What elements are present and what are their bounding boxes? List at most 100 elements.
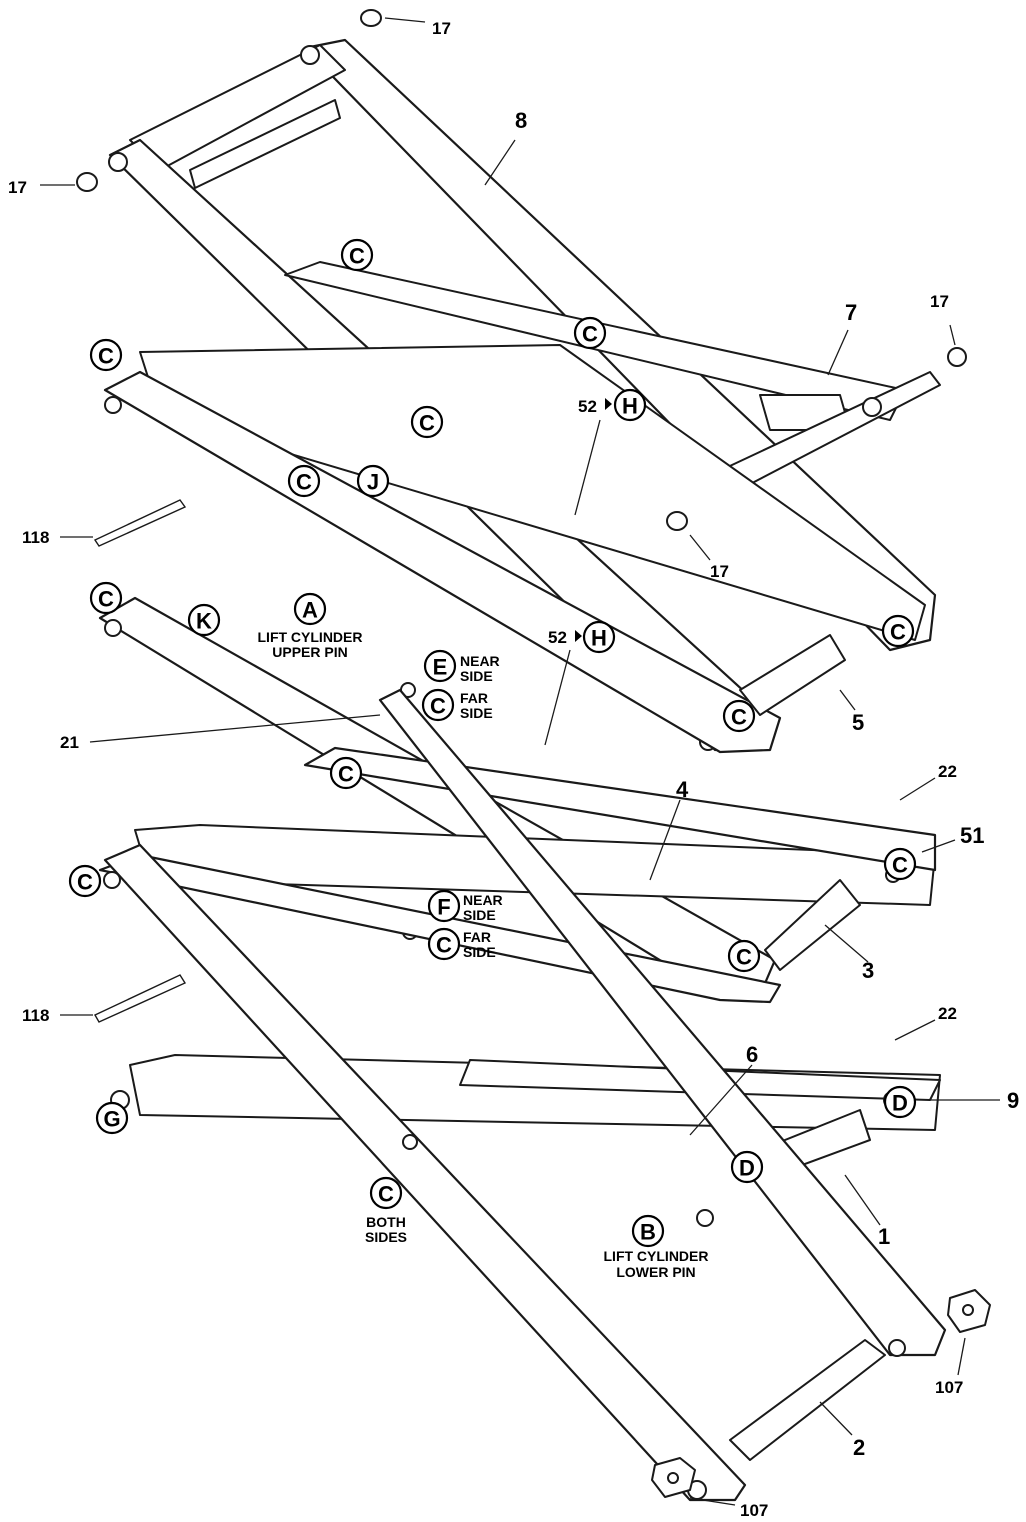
base-frame-9	[110, 1054, 941, 1176]
callout-d: D	[883, 1085, 917, 1119]
note-far: FAR	[460, 690, 488, 706]
part-number-4: 4	[676, 777, 689, 802]
arrow-right-icon	[575, 630, 582, 642]
note-far: FAR	[463, 929, 491, 945]
part-number-118: 118	[22, 528, 49, 547]
svg-text:A: A	[302, 598, 318, 623]
callout-c: C	[340, 238, 374, 272]
part-number-17: 17	[8, 178, 27, 197]
callout-a: A	[293, 592, 327, 626]
svg-text:J: J	[367, 470, 379, 495]
note-near: NEAR	[460, 653, 500, 669]
bottom-arm-assembly-2	[103, 688, 947, 1502]
callout-c: C	[727, 939, 761, 973]
note-side: SIDE	[460, 668, 493, 684]
part-number-107: 107	[740, 1501, 768, 1520]
part-number-17: 17	[432, 19, 451, 38]
callout-c: C	[410, 405, 444, 439]
note-both: BOTH	[366, 1214, 406, 1230]
note-lift-cylinder: LIFT CYLINDER	[258, 629, 363, 645]
part-number-52: 52	[578, 397, 597, 416]
svg-text:E: E	[433, 655, 448, 680]
callout-c: C	[427, 927, 461, 961]
label-118-lower	[94, 974, 187, 1023]
callout-g: G	[95, 1101, 129, 1135]
svg-text:H: H	[591, 626, 607, 651]
callout-h: H	[582, 620, 616, 654]
callout-e: E	[423, 649, 457, 683]
part-number-21: 21	[60, 733, 79, 752]
callout-c: C	[369, 1176, 403, 1210]
svg-text:C: C	[98, 587, 114, 612]
part-number-22: 22	[938, 762, 957, 781]
callout-c: C	[89, 338, 123, 372]
part-number-8: 8	[515, 108, 527, 133]
svg-text:H: H	[622, 394, 638, 419]
part-number-52: 52	[548, 628, 567, 647]
svg-text:C: C	[98, 344, 114, 369]
svg-text:C: C	[338, 762, 354, 787]
part-number-118: 118	[22, 1006, 49, 1025]
svg-text:K: K	[196, 609, 212, 634]
svg-text:C: C	[582, 322, 598, 347]
note-lift-cylinder: LIFT CYLINDER	[604, 1248, 709, 1264]
part-number-3: 3	[862, 958, 874, 983]
bushing-17-left	[76, 172, 98, 192]
svg-text:C: C	[378, 1182, 394, 1207]
note-side: SIDE	[463, 907, 496, 923]
svg-text:C: C	[436, 933, 452, 958]
svg-text:C: C	[77, 870, 93, 895]
callout-c: C	[329, 756, 363, 790]
callout-c: C	[421, 688, 455, 722]
callout-c: C	[573, 316, 607, 350]
label-118-upper	[93, 499, 187, 547]
callout-c: C	[68, 864, 102, 898]
callout-k: K	[187, 603, 221, 637]
bushing-17-right	[947, 347, 967, 367]
part-number-1: 1	[878, 1224, 890, 1249]
svg-text:F: F	[437, 895, 450, 920]
part-number-2: 2	[853, 1435, 865, 1460]
callouts: C C C C C C C C C C C C C C C J K A H H …	[68, 238, 917, 1248]
callout-c: C	[89, 581, 123, 615]
svg-text:C: C	[731, 705, 747, 730]
callout-j: J	[356, 464, 390, 498]
arrow-right-icon	[605, 398, 612, 410]
bushing-17-top	[360, 9, 382, 27]
callout-c: C	[881, 614, 915, 648]
pin-hole	[300, 45, 320, 65]
callout-b: B	[631, 1214, 665, 1248]
bushing-17-mid	[666, 511, 688, 531]
part-number-17: 17	[710, 562, 729, 581]
callout-d: D	[730, 1150, 764, 1184]
svg-text:C: C	[890, 620, 906, 645]
leader-lines	[40, 17, 1000, 1506]
part-number-6: 6	[746, 1042, 758, 1067]
pad-107-right	[947, 1289, 991, 1333]
note-lower-pin: LOWER PIN	[616, 1264, 695, 1280]
part-number-7: 7	[845, 300, 857, 325]
part-number-22: 22	[938, 1004, 957, 1023]
part-numbers: 17 17 8 17 7 17 118 21 5 22 51 4 3 118 2…	[8, 19, 1019, 1520]
pin-hole	[108, 152, 128, 172]
svg-text:D: D	[739, 1156, 755, 1181]
note-near: NEAR	[463, 892, 503, 908]
svg-text:C: C	[296, 470, 312, 495]
part-number-107: 107	[935, 1378, 963, 1397]
part-number-5: 5	[852, 710, 864, 735]
pad-107-bottom	[651, 1457, 696, 1498]
callout-c: C	[287, 464, 321, 498]
part-number-51: 51	[960, 823, 984, 848]
part-number-17: 17	[930, 292, 949, 311]
svg-text:B: B	[640, 1220, 656, 1245]
svg-text:D: D	[892, 1091, 908, 1116]
svg-text:C: C	[736, 945, 752, 970]
callout-h: H	[613, 388, 647, 422]
callout-c: C	[722, 699, 756, 733]
part-number-9: 9	[1007, 1088, 1019, 1113]
note-side: SIDE	[460, 705, 493, 721]
svg-text:G: G	[103, 1107, 120, 1132]
text-notes: LIFT CYLINDER UPPER PIN NEAR SIDE FAR SI…	[258, 629, 709, 1280]
middle-arm-assembly-5	[98, 344, 926, 997]
